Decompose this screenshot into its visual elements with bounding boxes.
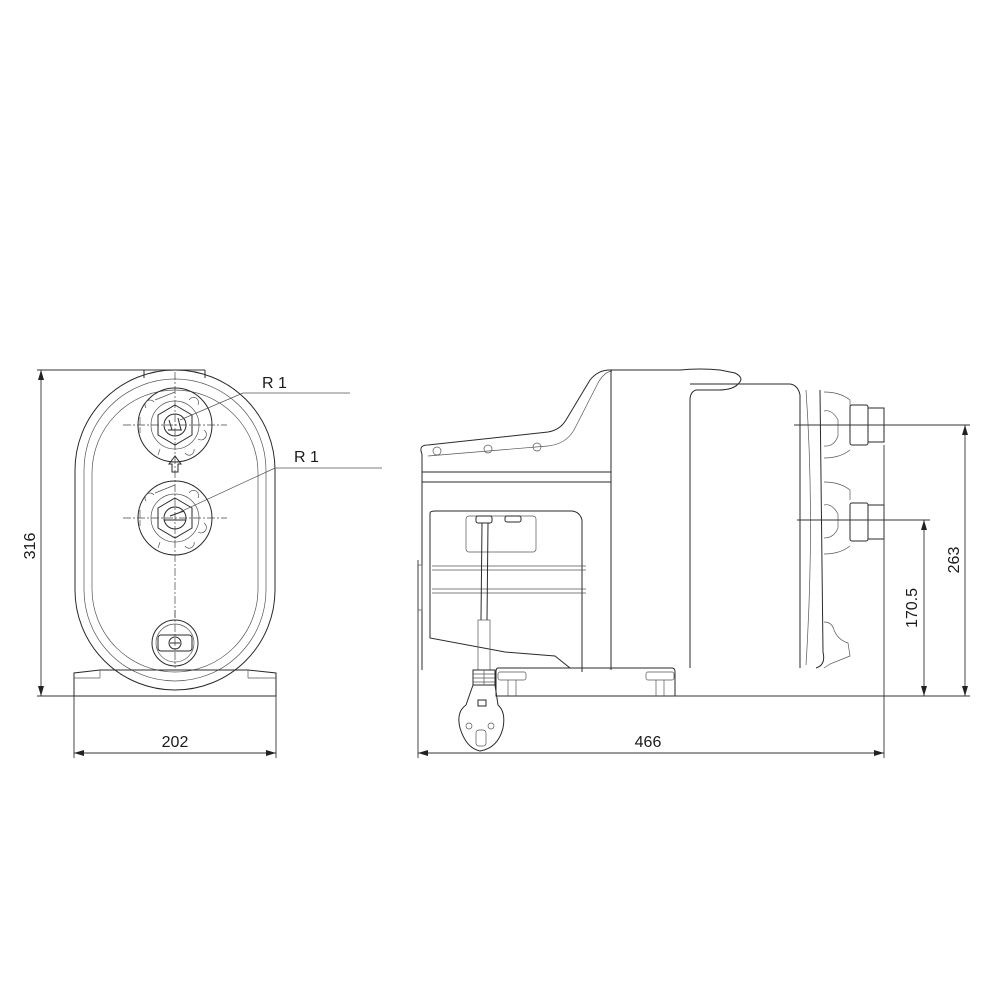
thread-label-top: R 1 bbox=[262, 375, 287, 392]
front-view: R 1 R 1 316 202 bbox=[22, 369, 382, 758]
flow-direction-arrow-icon bbox=[168, 455, 182, 473]
inlet-fitting bbox=[823, 481, 885, 555]
thread-label-middle: R 1 bbox=[294, 449, 319, 466]
motor-panel bbox=[429, 510, 583, 672]
length-dimension-value: 466 bbox=[635, 734, 662, 751]
inlet-height-dimension: 170.5 bbox=[797, 519, 930, 696]
side-view: 466 263 170.5 bbox=[417, 368, 970, 758]
width-dimension: 202 bbox=[73, 696, 277, 758]
length-dimension: 466 bbox=[417, 445, 885, 758]
pump-housing-top bbox=[420, 368, 742, 668]
width-dimension-value: 202 bbox=[162, 734, 189, 751]
drain-plug bbox=[151, 619, 199, 667]
outlet-port bbox=[123, 387, 227, 463]
outlet-height-dimension: 263 bbox=[675, 424, 970, 697]
height-dimension: 316 bbox=[22, 370, 74, 697]
pump-base-side bbox=[495, 667, 676, 697]
height-dimension-value: 316 bbox=[22, 533, 39, 560]
thread-leader-top bbox=[179, 392, 350, 421]
pump-body-outline bbox=[74, 369, 276, 691]
thread-leader-middle bbox=[179, 467, 382, 513]
power-cable-plug bbox=[458, 515, 522, 752]
inlet-height-value: 170.5 bbox=[904, 588, 921, 628]
pump-chamber bbox=[690, 383, 801, 668]
outlet-height-value: 263 bbox=[946, 547, 963, 574]
inlet-port bbox=[123, 480, 227, 556]
pump-base bbox=[73, 669, 277, 697]
